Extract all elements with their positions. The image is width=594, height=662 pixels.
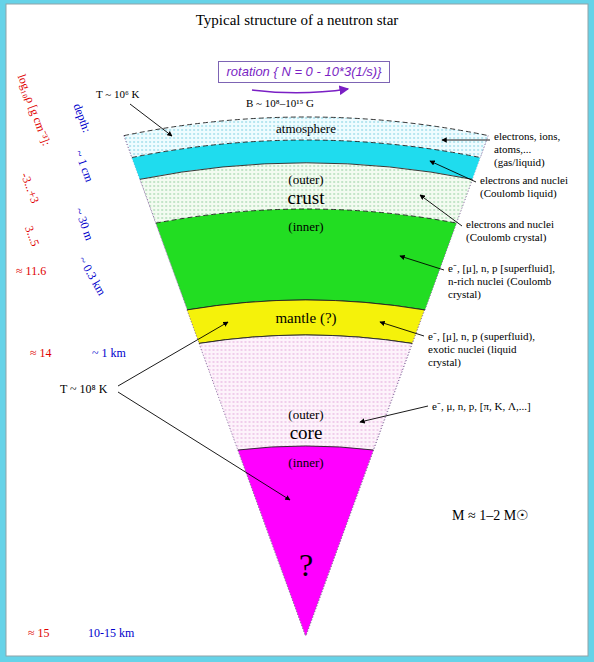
leader-line xyxy=(360,406,428,422)
field-label: B ~ 10⁸–10¹⁵ G xyxy=(246,97,314,110)
band-fill xyxy=(156,209,457,310)
rotation-box: rotation { N = 0 - 10*3(1/s)} xyxy=(218,61,389,83)
composition-note: electrons and nuclei (Coulomb liquid) xyxy=(480,174,578,200)
band-side xyxy=(238,450,373,636)
band-side xyxy=(140,179,472,310)
layer-name: (inner) xyxy=(288,456,323,469)
layer-name: (inner) xyxy=(288,220,323,233)
mass-label: M ≈ 1–2 M☉ xyxy=(452,508,529,525)
depth-value: ~ 0.3 km xyxy=(75,254,109,298)
wedge-outline xyxy=(124,136,488,636)
band-boundary xyxy=(132,140,480,157)
composition-note: e⁻, [μ], n, p [superfluid], n-rich nucle… xyxy=(448,262,556,302)
density-value: ≈ 14 xyxy=(30,346,52,360)
density-value: -3...+3 xyxy=(18,171,42,206)
band-boundary xyxy=(124,117,488,136)
band-boundary xyxy=(199,335,412,343)
rotation-label: rotation { N = 0 - 10*3(1/s)} xyxy=(226,64,381,80)
depth-value: 10-15 km xyxy=(88,626,134,640)
core-band: (outer) core (inner)? xyxy=(197,333,414,638)
composition-note: electrons, ions, atoms,... (gas/liquid) xyxy=(494,130,582,170)
band-boundary xyxy=(187,300,424,310)
composition-note: e⁻, μ, n, p, [π, K, Λ,...] xyxy=(432,400,531,413)
density-value: ≈ 11.6 xyxy=(16,264,46,278)
leader-line xyxy=(380,322,424,336)
density-value: ≈ 15 xyxy=(28,626,50,640)
leader-line xyxy=(118,392,290,500)
band-boundary xyxy=(238,446,373,450)
axis-label: depth: xyxy=(70,101,94,134)
band-fill xyxy=(238,446,373,636)
leader-line xyxy=(442,140,490,141)
layer-name: crust xyxy=(288,188,325,207)
depth-value: ~ 1 km xyxy=(92,346,126,360)
diagram-title: Typical structure of a neutron star xyxy=(196,11,399,29)
band-side xyxy=(124,136,488,158)
inner-core-band: ? xyxy=(236,444,375,638)
leader-line xyxy=(430,161,476,182)
depth-value: ~ 1 cm xyxy=(72,148,97,184)
atmosphere-band: atmosphere xyxy=(122,115,490,159)
band-shape xyxy=(236,444,375,638)
composition-note: e⁻, [μ], n, p (superfluid), exotic nucle… xyxy=(428,330,538,370)
band-fill xyxy=(199,335,412,636)
temperature-label: T ~ 10⁶ K xyxy=(96,88,140,101)
density-value: 3...5 xyxy=(22,224,43,249)
layer-name: (outer) xyxy=(288,173,323,186)
temperature-label: T ~ 10⁸ K xyxy=(60,382,107,396)
band-side xyxy=(199,343,412,636)
band-fill xyxy=(124,117,488,158)
leader-line xyxy=(420,195,462,226)
leader-line xyxy=(400,256,444,270)
leader-line xyxy=(118,322,228,386)
unknown-mark: ? xyxy=(299,549,313,581)
leader-line xyxy=(130,104,172,136)
axis-label: log₁₀ρ [g cm⁻³]: xyxy=(14,72,53,148)
layer-name: mantle (?) xyxy=(275,311,336,326)
layer-name: (outer) xyxy=(288,408,323,421)
panel xyxy=(6,4,588,656)
layer-name: atmosphere xyxy=(276,122,336,135)
depth-value: ~ 30 m xyxy=(71,206,96,243)
composition-note: electrons and nuclei (Coulomb crystal) xyxy=(466,218,570,244)
layer-name: core xyxy=(290,423,323,442)
crust-band: (outer) crust (inner) xyxy=(138,161,474,312)
rotation-arrow xyxy=(252,89,348,93)
